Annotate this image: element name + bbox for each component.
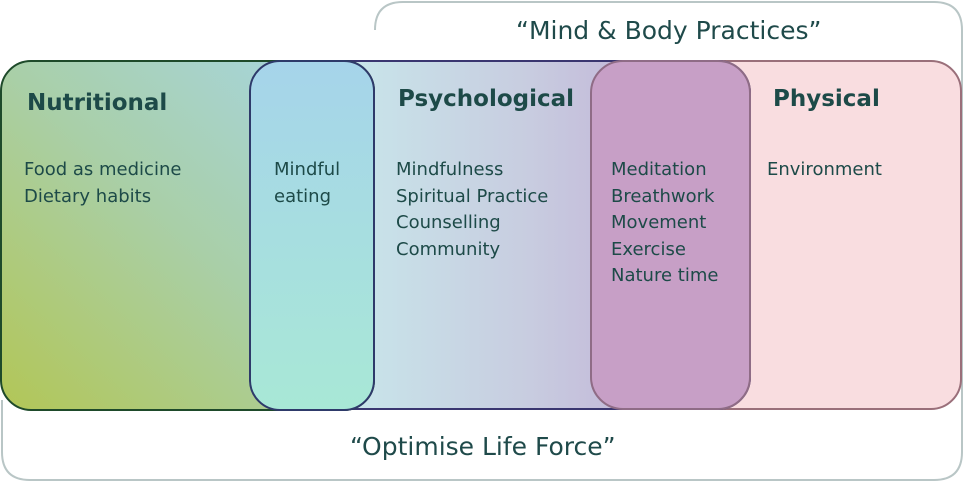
bottom-label: “Optimise Life Force” <box>350 432 616 461</box>
list-item: Mindfulness <box>396 159 504 180</box>
mindful-eating-list: Mindful eating <box>274 157 340 210</box>
nutritional-heading: Nutritional <box>27 90 168 116</box>
psychological-heading: Psychological <box>398 86 575 112</box>
top-label: “Mind & Body Practices” <box>516 16 822 45</box>
list-item: Mindful <box>274 159 341 180</box>
list-item: Dietary habits <box>24 185 152 207</box>
list-item: Meditation <box>611 159 707 180</box>
psych-physical-overlap-list: Meditation Breathwork Movement Exercise … <box>611 157 718 290</box>
physical-list: Environment <box>767 157 882 184</box>
list-item: Breathwork <box>611 185 715 207</box>
list-item: Environment <box>767 159 882 180</box>
list-item: Exercise <box>611 238 686 260</box>
physical-heading: Physical <box>773 86 880 112</box>
list-item: Community <box>396 238 501 260</box>
list-item: Nature time <box>611 265 719 286</box>
list-item: Movement <box>611 212 707 233</box>
overlap-nutritional-psychological <box>249 60 375 411</box>
overlap-psychological-physical <box>590 60 751 410</box>
list-item: Food as medicine <box>24 159 182 180</box>
psychological-list: Mindfulness Spiritual Practice Counselli… <box>396 157 548 263</box>
list-item: Spiritual Practice <box>396 185 549 207</box>
list-item: Counselling <box>396 212 501 233</box>
list-item: eating <box>274 185 331 207</box>
nutritional-list: Food as medicine Dietary habits <box>24 157 181 210</box>
